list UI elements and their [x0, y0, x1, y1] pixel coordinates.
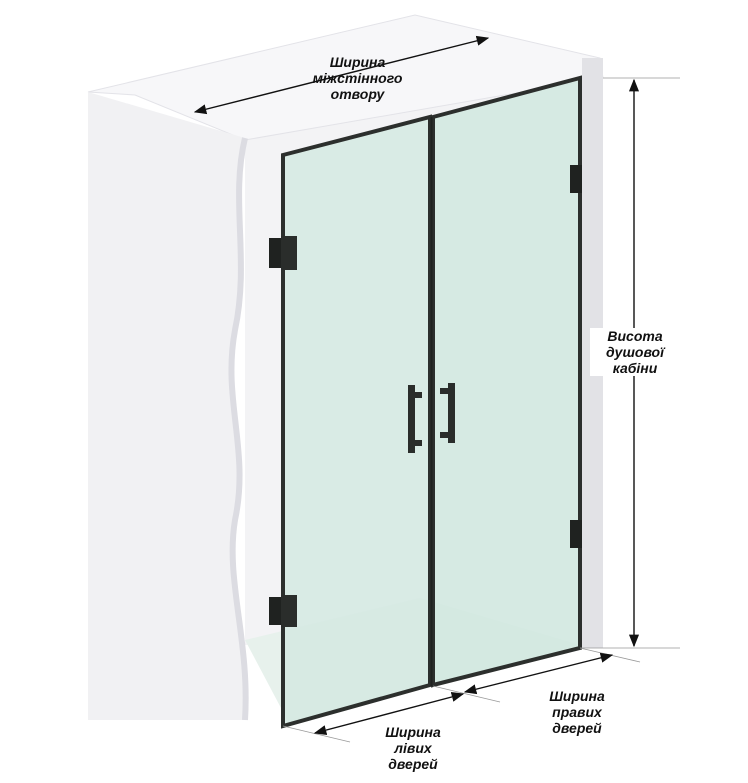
cabin-height-label: Висота душової кабіни — [590, 328, 680, 376]
right-door-width-label: Ширина правих дверей — [532, 688, 622, 736]
left-width-extension-a — [282, 725, 351, 743]
left-door-handle — [408, 385, 422, 453]
cabin-height-label-line-1: Висота — [607, 328, 663, 344]
cabin-height-label-line-2: душової — [606, 344, 664, 360]
left-door-width-label-line-2: лівих — [394, 740, 432, 756]
cabin-height-label-line-3: кабіни — [612, 360, 658, 376]
right-door-width-label-line-2: правих — [552, 704, 602, 720]
opening-width-arrow — [193, 35, 490, 115]
opening-width-label-line-1: Ширина — [329, 54, 386, 70]
left-door-width-label-line-1: Ширина — [385, 724, 441, 740]
left-door-glass — [281, 114, 432, 729]
left-bottom-hinge — [269, 595, 297, 627]
right-door-handle — [440, 383, 455, 443]
right-door-width-label-line-1: Ширина — [549, 688, 605, 704]
right-bottom-hinge — [570, 520, 582, 548]
right-door-glass — [431, 75, 582, 688]
opening-width-label-line-2: міжстінного — [312, 70, 403, 86]
opening-width-label-line-3: отвору — [330, 86, 385, 102]
right-top-hinge — [570, 165, 582, 193]
left-door-width-arrow — [313, 692, 465, 735]
left-door-width-label: Ширина лівих дверей — [368, 724, 458, 772]
left-wall-cut-edge — [228, 137, 249, 721]
right-door-width-arrow — [463, 652, 614, 695]
right-door-width-label-line-3: дверей — [552, 720, 602, 736]
left-top-hinge — [269, 236, 297, 270]
left-door-width-label-line-3: дверей — [388, 756, 438, 772]
left-wall-front — [88, 92, 246, 720]
opening-width-label: Ширина міжстінного отвору — [300, 54, 415, 102]
